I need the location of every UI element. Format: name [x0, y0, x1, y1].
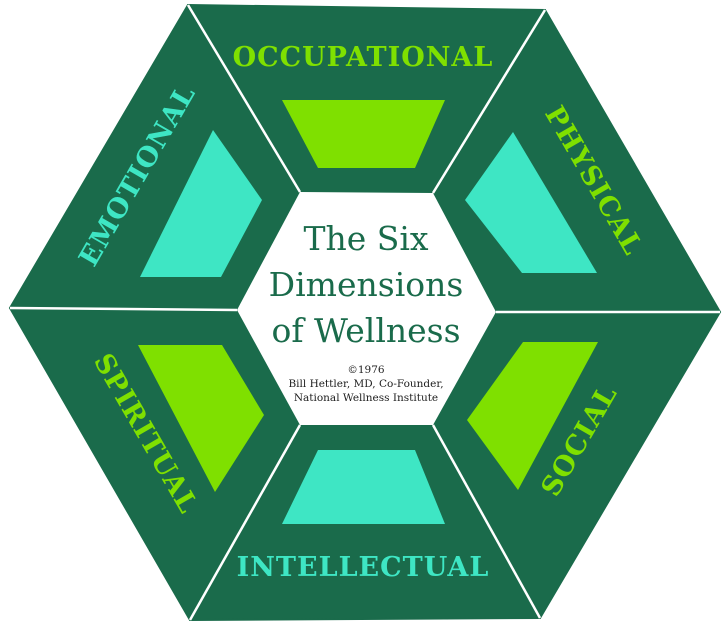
page-title: The Six Dimensions of Wellness [269, 219, 464, 350]
spiritual-panel [138, 345, 264, 492]
occupational-panel [282, 100, 445, 168]
title-line-2: Dimensions [269, 265, 464, 304]
credit-block: ©1976 Bill Hettler, MD, Co-Founder, Nati… [288, 364, 443, 404]
title-line-3: of Wellness [271, 311, 460, 350]
section-dividers [9, 4, 720, 621]
intellectual-panel [282, 450, 445, 524]
emotional-panel [140, 130, 262, 277]
intellectual-label: INTELLECTUAL [237, 552, 490, 583]
credit-org: National Wellness Institute [294, 392, 438, 404]
title-line-1: The Six [303, 219, 428, 258]
center-hexagon [237, 192, 496, 425]
physical-panel [465, 132, 597, 273]
occupational-label: OCCUPATIONAL [233, 42, 494, 73]
social-panel [467, 342, 598, 490]
credit-author: Bill Hettler, MD, Co-Founder, [288, 378, 443, 390]
credit-year: ©1976 [347, 364, 385, 376]
